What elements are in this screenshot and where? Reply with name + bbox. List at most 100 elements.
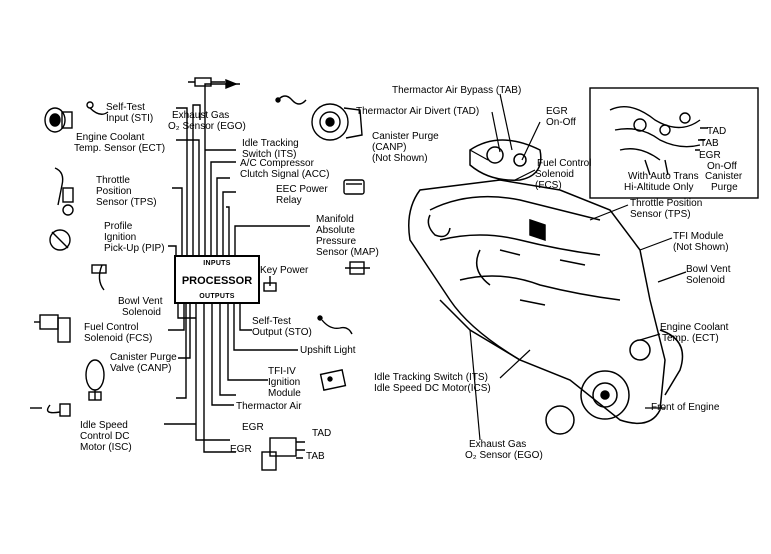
label-tps-line1: Throttle [96,175,130,186]
label-upshift: Upshift Light [300,345,356,356]
label-tab: TAB [306,451,325,462]
label-tps-line2: Position [96,186,132,197]
label-canister-purge: Canister Purge (CANP) (Not Shown) [372,131,439,164]
label-fcs-right-line2: Solenoid [535,169,574,180]
label-ego-line2: O₂ Sensor (EGO) [168,121,246,132]
label-egr-onoff: EGR On-Off [546,106,576,128]
label-thermactor-divert: Thermactor Air Divert (TAD) [356,106,480,117]
label-ego-right-line1: Exhaust Gas [469,439,527,450]
self-test-input-sketch [86,101,109,115]
label-isc-line1: Idle Speed [80,420,128,431]
label-sto-line2: Output (STO) [252,327,312,338]
label-canp-line2: Valve (CANP) [110,363,172,374]
label-bowl-right-line2: Solenoid [686,275,725,286]
processor-inputs-label: INPUTS [203,260,231,267]
inset-label-egr-line1: EGR [699,150,721,161]
label-tad: TAD [312,428,332,439]
label-ect-right: Engine Coolant Temp. (ECT) [660,322,728,344]
label-egr-top: EGR [242,422,264,433]
processor-outputs-label: OUTPUTS [199,293,235,300]
label-pip-line2: Ignition [104,232,137,243]
label-tfi-line1: TFI-IV [268,366,296,377]
label-isc-line2: Control DC [80,431,130,442]
engine-leader-lines [469,93,687,441]
inset-label-auto-trans: With Auto Trans Hi-Altitude Only [624,171,699,193]
inset-detail [589,87,759,199]
canp-sketch [85,359,105,401]
label-tfi-line2: Ignition [268,377,301,388]
label-bowl-right-line1: Bowl Vent [686,264,731,275]
label-tfi-module: TFI Module (Not Shown) [673,231,729,253]
label-canp: Canister Purge Valve (CANP) [110,352,177,374]
egr-tad-tab-sketch [261,437,305,471]
label-thermactor-air: Thermactor Air [236,401,302,412]
label-isc-line3: Motor (ISC) [80,442,132,453]
label-egr-onoff-line1: EGR [546,106,568,117]
label-sti-line2: Input (STI) [106,113,154,124]
label-pip: Profile Ignition Pick-Up (PIP) [104,221,165,254]
label-bowl-vent-right: Bowl Vent Solenoid [686,264,730,286]
label-front-of-engine: Front of Engine [651,402,720,413]
inset-label-canister-line1: Canister [705,171,743,182]
label-key-power: Key Power [260,265,309,276]
label-map-line2: Absolute [316,225,355,236]
label-acc-line2: Clutch Signal (ACC) [240,169,330,180]
map-sensor-sketch [345,261,370,275]
inset-label-auto-line2: Hi-Altitude Only [624,182,694,193]
label-tfi-right-line1: TFI Module [673,231,724,242]
label-pip-line1: Profile [104,221,133,232]
label-pip-line3: Pick-Up (PIP) [104,243,165,254]
label-sti: Self-Test Input (STI) [106,102,153,124]
pip-sketch [49,229,107,291]
label-relay-line2: Relay [276,195,302,206]
label-fcs-line2: Solenoid (FCS) [84,333,153,344]
tfi-module-sketch [319,369,347,391]
label-tfi-line3: Module [268,388,301,399]
label-idle-tracking-right: Idle Tracking Switch (ITS) Idle Speed DC… [374,372,491,394]
label-bowl-vent-line1: Bowl Vent [118,296,163,307]
processor-box: INPUTS PROCESSOR OUTPUTS [174,255,260,304]
label-canp-line1: Canister Purge [110,352,177,363]
inset-label-tad: TAD [707,126,727,137]
label-its: Idle Tracking Switch (ITS) [242,138,299,160]
label-ego-right: Exhaust Gas O₂ Sensor (EGO) [465,439,543,461]
inset-label-egr: EGR On-Off [699,150,737,172]
fcs-sketch [34,314,71,343]
label-its-line1: Idle Tracking [242,138,299,149]
ect-sensor-sketch [44,107,73,133]
inset-label-auto-line1: With Auto Trans [628,171,699,182]
label-acc: A/C Compressor Clutch Signal (ACC) [240,158,329,180]
label-canister-purge-line2: (CANP) [372,142,407,153]
label-fcs-right-line1: Fuel Control [537,158,592,169]
ac-compressor-sketch [311,103,363,141]
its-sketch [275,95,307,105]
label-tps-right-line1: Throttle Position [630,198,703,209]
label-map-line3: Pressure [316,236,357,247]
label-bowl-vent: Bowl Vent Solenoid [118,296,162,318]
component-illustrations [30,77,370,471]
label-acc-line1: A/C Compressor [240,158,314,169]
ego-sensor-sketch [188,77,238,90]
label-tps: Throttle Position Sensor (TPS) [96,175,157,208]
sto-sketch [317,315,353,335]
label-its-right-line1: Idle Tracking Switch (ITS) [374,372,488,383]
label-ect: Engine Coolant Temp. Sensor (ECT) [74,132,165,154]
label-its-right-line2: Idle Speed DC Motor(ICS) [374,383,491,394]
label-tps-right-line2: Sensor (TPS) [630,209,691,220]
label-ect-right-line1: Engine Coolant [660,322,729,333]
label-ect-right-line2: Temp. (ECT) [662,333,719,344]
label-tfi: TFI-IV Ignition Module [268,366,301,399]
label-sti-line1: Self-Test [106,102,145,113]
inset-label-canister-line2: Purge [711,182,738,193]
label-canister-purge-line3: (Not Shown) [372,153,428,164]
label-isc: Idle Speed Control DC Motor (ISC) [80,420,132,453]
label-ect-line1: Engine Coolant [76,132,145,143]
label-fuel-control-solenoid: Fuel Control Solenoid (FCS) [535,158,591,191]
relay-sketch [343,179,365,195]
label-egr-onoff-line2: On-Off [546,117,576,128]
label-sto: Self-Test Output (STO) [252,316,312,338]
label-bowl-vent-line2: Solenoid [122,307,161,318]
engine-illustration [408,139,684,435]
label-egr-bottom: EGR [230,444,252,455]
label-ego-line1: Exhaust Gas [172,110,230,121]
